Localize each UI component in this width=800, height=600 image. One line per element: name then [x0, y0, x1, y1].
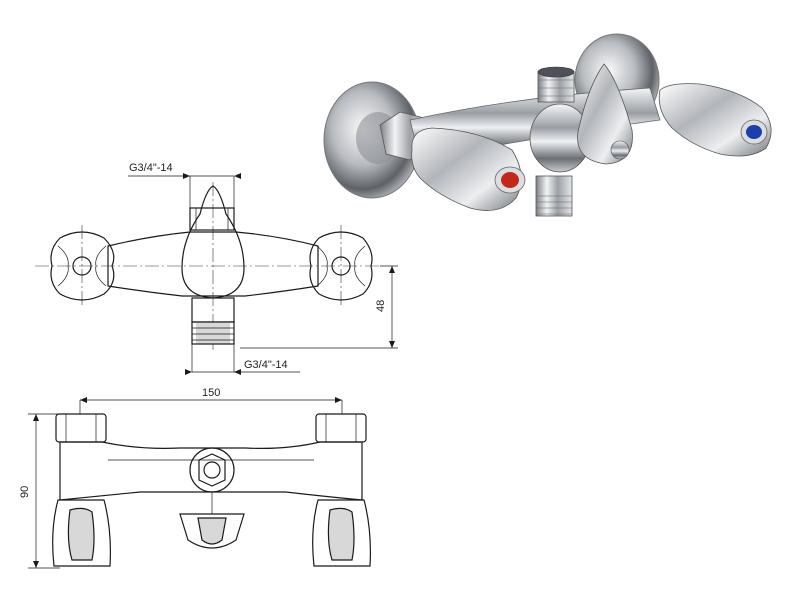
top-thread-label: G3/4"-14 — [129, 162, 173, 174]
left-connector-nut — [55, 413, 107, 443]
right-connector-nut — [315, 413, 367, 443]
product-photo — [323, 33, 772, 217]
hot-handle-photo — [411, 127, 522, 211]
hot-indicator-icon — [501, 172, 519, 188]
center-hex — [198, 453, 226, 487]
top-outlet — [189, 207, 235, 231]
left-handle-front — [52, 499, 111, 567]
left-handle-top — [50, 231, 115, 301]
top-view-height-dim: 48 — [375, 300, 387, 312]
right-handle-cap — [331, 256, 351, 276]
left-handle-cap — [72, 256, 92, 276]
right-handle-top — [309, 231, 373, 301]
mixer-body-outline — [107, 231, 319, 297]
right-handle-front — [312, 499, 371, 567]
cold-indicator-icon — [746, 125, 762, 139]
front-view-height-dim: 90 — [19, 486, 31, 498]
diverter-lever-front — [179, 513, 245, 549]
diverter-lever-photo — [577, 63, 633, 165]
front-view-width-dim: 150 — [202, 387, 220, 399]
mixer-body-front — [59, 441, 363, 501]
top-view: G3/4"-14 G3/4"-14 48 — [35, 162, 398, 375]
bottom-thread-label: G3/4"-14 — [244, 359, 288, 371]
front-view: 150 90 — [19, 387, 371, 569]
